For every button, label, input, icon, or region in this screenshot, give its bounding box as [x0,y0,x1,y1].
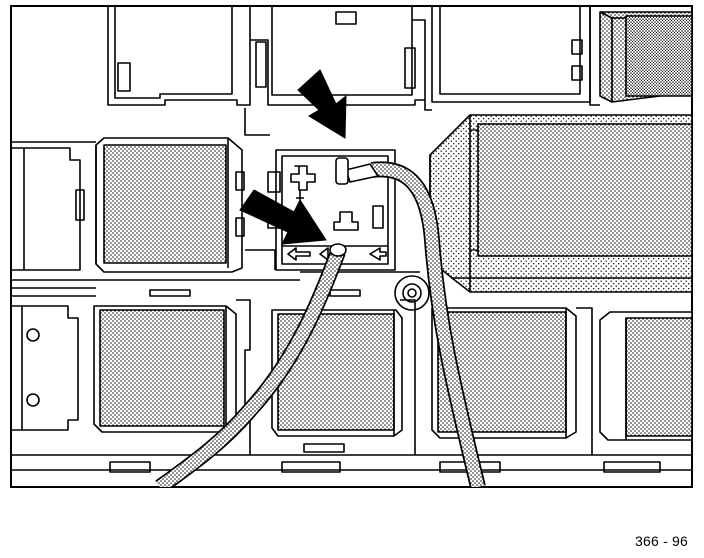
relay-bottom-4 [599,311,692,441]
relay-bottom-2 [271,309,403,437]
arrow-upper [297,69,347,139]
top-right-relay [599,11,692,103]
relay-large-right [429,114,692,293]
relay-left-middle [95,137,245,273]
figure-number: 366 - 96 [635,533,688,549]
top-socket-row [107,6,600,111]
arrow-lower [239,189,327,245]
probe-wire-right [335,157,486,487]
round-stud [394,275,430,311]
relay-bottom-3 [431,307,577,439]
probe-wire-left [155,243,347,487]
bottom-left-socket [11,305,79,431]
relay-bottom-1 [93,305,237,433]
